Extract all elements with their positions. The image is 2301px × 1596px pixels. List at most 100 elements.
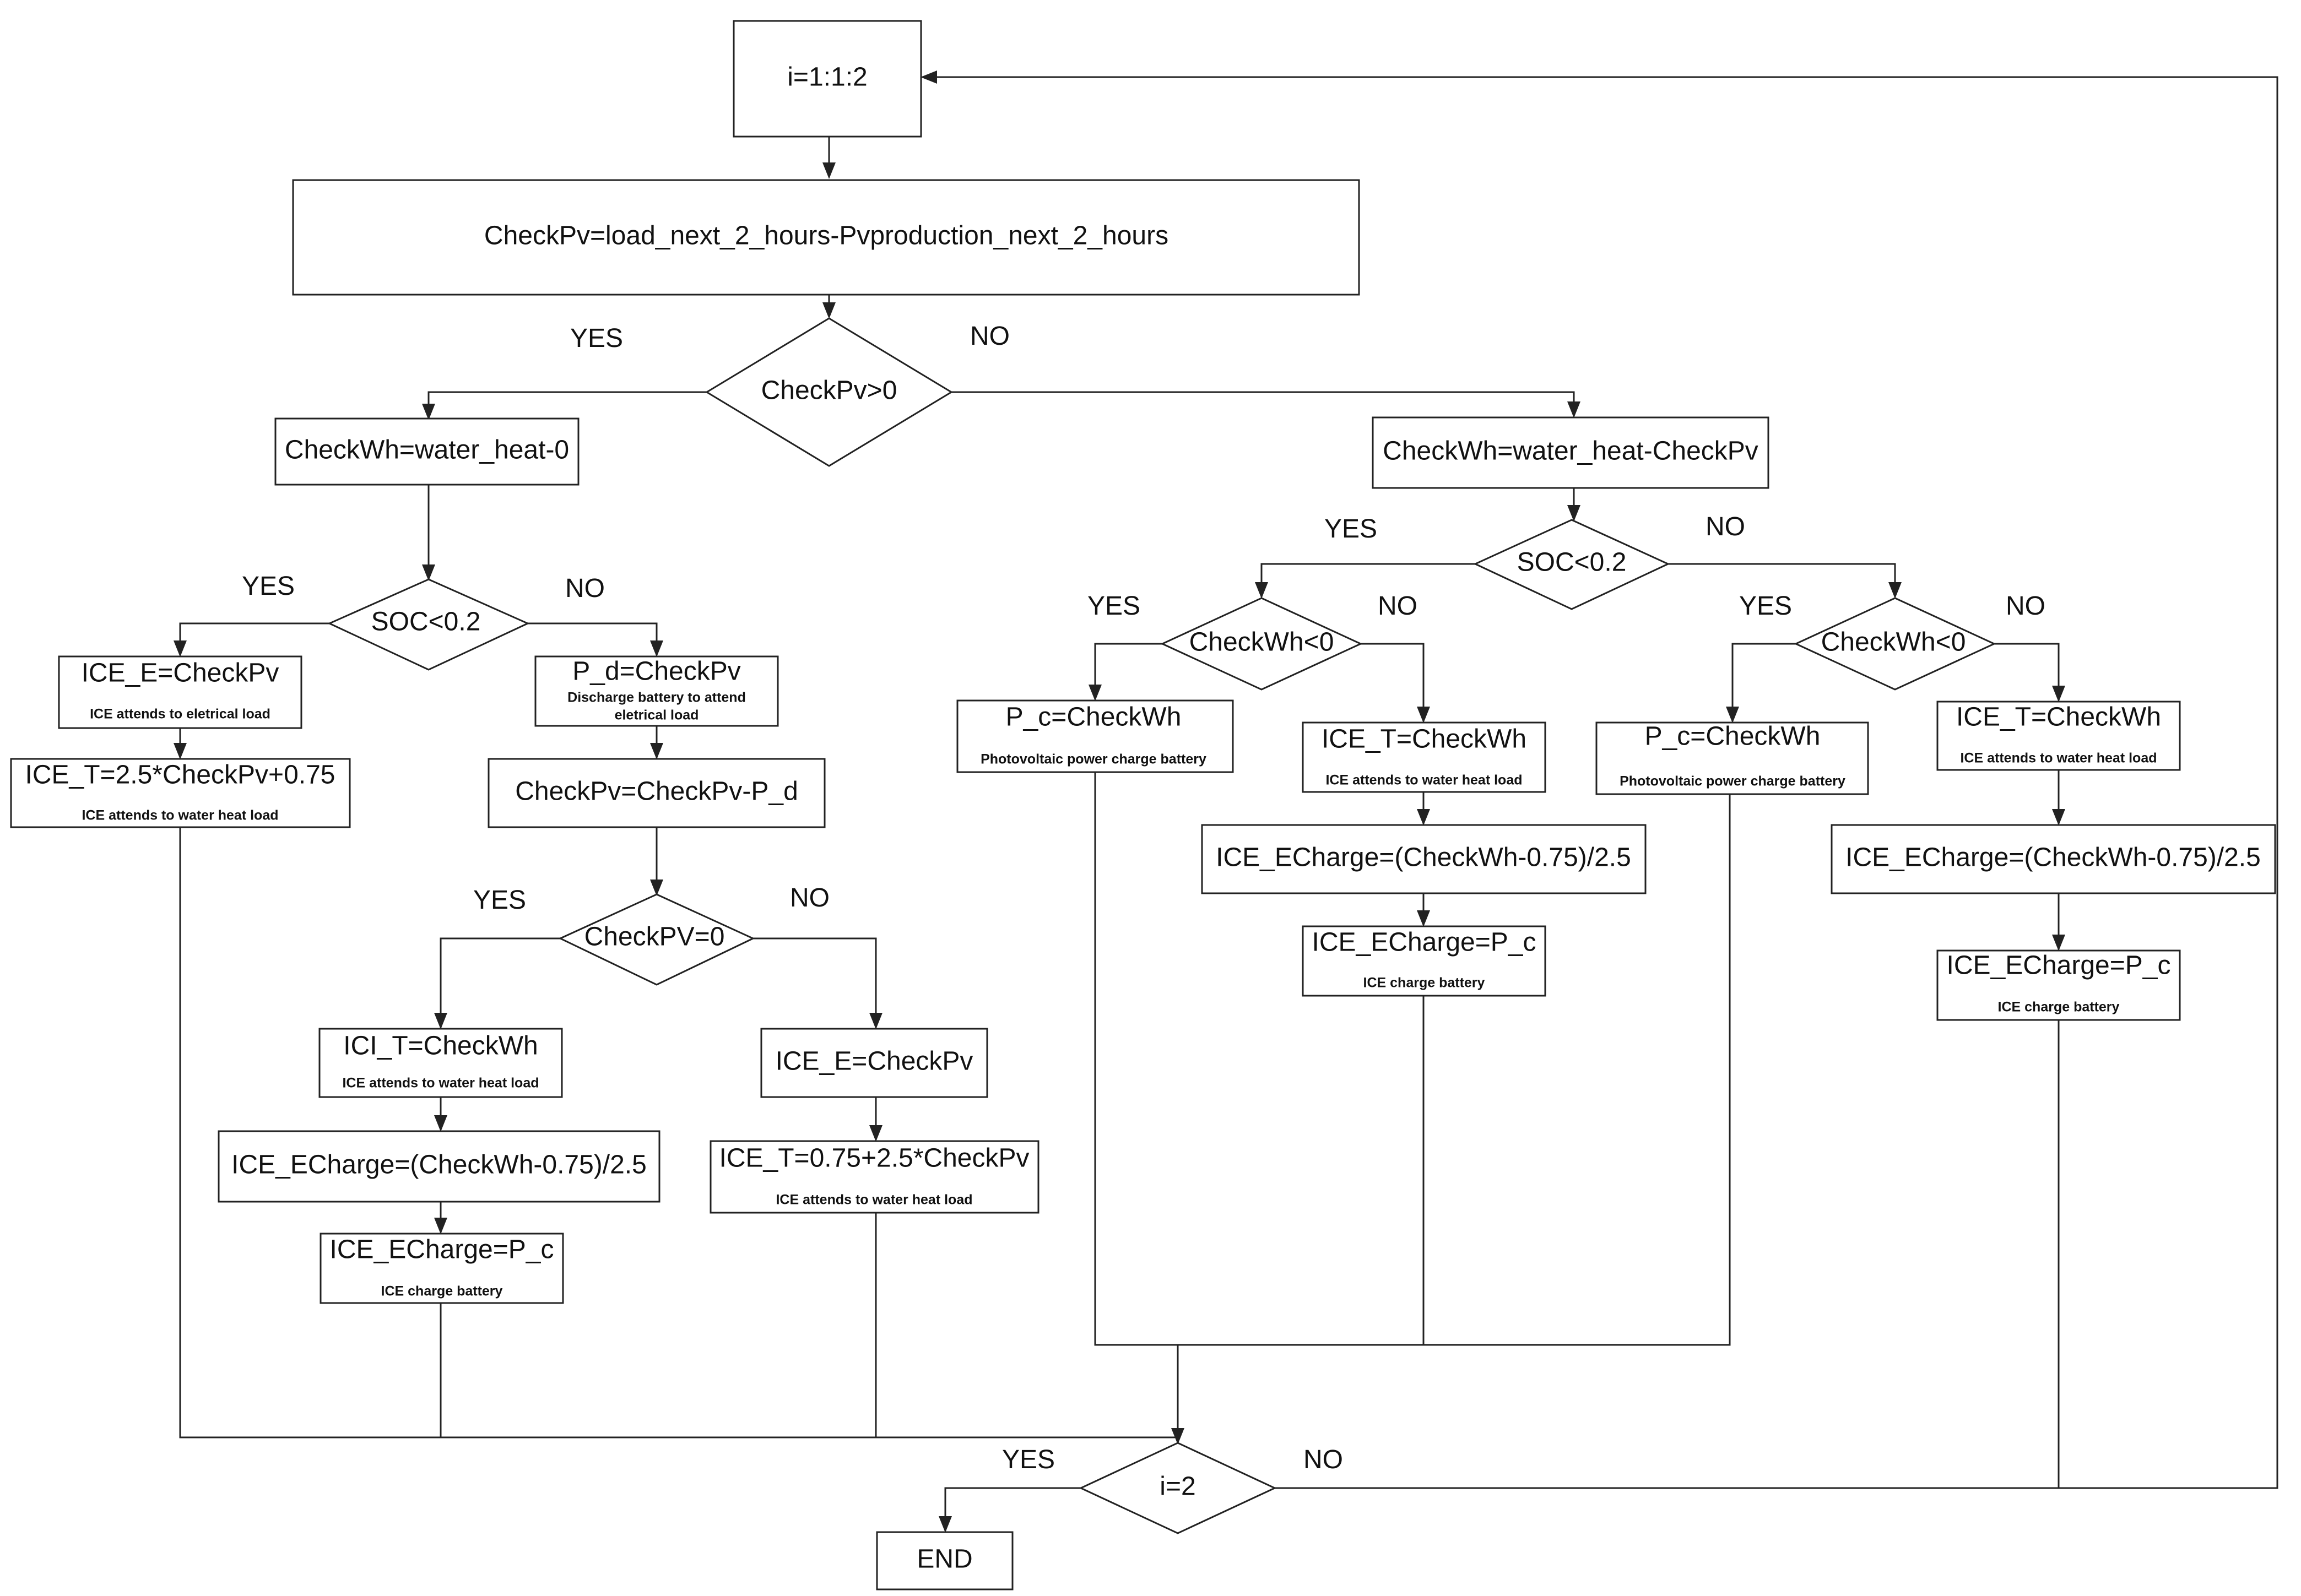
soc-left-text: SOC<0.2 <box>371 607 481 637</box>
l-echarge-pc-box: ICE_ECharge=P_c ICE charge battery <box>320 1233 564 1304</box>
label-yes-main: YES <box>570 324 623 353</box>
label-yes-loop: YES <box>1002 1445 1055 1474</box>
r1-ice-t-note: ICE attends to water heat load <box>1325 773 1522 788</box>
label-no-main: NO <box>970 322 1010 351</box>
edge-r1-no <box>1361 643 1430 723</box>
r1-echarge-pc-title: ICE_ECharge=P_c <box>1312 928 1536 957</box>
check-pv-decision-text: CheckPv>0 <box>761 376 897 405</box>
loop-start-box: i=1:1:2 <box>733 20 922 138</box>
check-pv-decision: CheckPv>0 <box>705 317 953 467</box>
edge-soc-right-no <box>1668 563 1902 599</box>
l-checkpv-zero-text: CheckPV=0 <box>584 922 725 952</box>
l-ice-t2-note: ICE attends to water heat load <box>776 1192 972 1208</box>
r2-ice-t-note: ICE attends to water heat load <box>1960 751 2157 766</box>
l-ice-e-title: ICE_E=CheckPv <box>82 659 279 688</box>
loop-check-text: i=2 <box>1160 1472 1195 1501</box>
r2-checkwh-decision: CheckWh<0 <box>1794 597 1996 691</box>
edge-decision-no <box>951 391 1580 418</box>
r1-ice-t-title: ICE_T=CheckWh <box>1322 725 1526 754</box>
r1-pc-box: P_c=CheckWh Photovoltaic power charge ba… <box>956 699 1234 773</box>
r2-echarge-formula-text: ICE_ECharge=(CheckWh-0.75)/2.5 <box>1845 843 2261 872</box>
label-yes-checkpv-zero: YES <box>473 886 526 915</box>
edge-loopcheck-yes <box>939 1487 1081 1533</box>
label-no-soc-left: NO <box>565 574 605 603</box>
l-pd-note-1: Discharge battery to attend <box>567 690 746 705</box>
edge-soc-left-yes <box>174 622 329 657</box>
l-ice-e-note: ICE attends to eletrical load <box>90 707 270 722</box>
r1-pc-note: Photovoltaic power charge battery <box>981 752 1206 767</box>
label-yes-soc-right: YES <box>1324 514 1377 544</box>
r2-checkwh-text: CheckWh<0 <box>1821 628 1966 657</box>
label-yes-r1: YES <box>1087 591 1140 621</box>
checkwh-minus-pv-text: CheckWh=water_heat-CheckPv <box>1383 437 1758 466</box>
check-pv-calc-text: CheckPv=load_next_2_hours-Pvproduction_n… <box>484 221 1168 251</box>
label-no-r1: NO <box>1378 591 1417 621</box>
r1-echarge-pc-box: ICE_ECharge=P_c ICE charge battery <box>1302 925 1546 997</box>
r1-checkwh-text: CheckWh<0 <box>1189 628 1334 657</box>
l-ice-e2-text: ICE_E=CheckPv <box>776 1047 973 1076</box>
merge-right-collector <box>1094 772 1731 1346</box>
edge-soc-right-yes <box>1255 563 1475 599</box>
r2-echarge-pc-note: ICE charge battery <box>1998 1000 2120 1015</box>
r2-echarge-formula-box: ICE_ECharge=(CheckWh-0.75)/2.5 <box>1831 824 2276 894</box>
l-pd-title: P_d=CheckPv <box>572 657 741 686</box>
label-no-checkpv-zero: NO <box>790 883 830 913</box>
l-ice-t-title: ICE_T=2.5*CheckPv+0.75 <box>25 761 335 790</box>
l-ici-t-box: ICI_T=CheckWh ICE attends to water heat … <box>318 1028 563 1098</box>
r1-pc-title: P_c=CheckWh <box>1006 703 1182 732</box>
branch-labels: YES NO YES NO YES NO YES NO YES NO YES N… <box>242 322 2045 1474</box>
edge-soc-left-no <box>528 622 663 657</box>
edge-decision-yes <box>422 391 707 420</box>
label-no-soc-right: NO <box>1706 512 1745 541</box>
r2-echarge-pc-box: ICE_ECharge=P_c ICE charge battery <box>1936 949 2181 1021</box>
r2-pc-box: P_c=CheckWh Photovoltaic power charge ba… <box>1595 721 1869 795</box>
edge-r2-yes <box>1726 643 1796 723</box>
label-yes-soc-left: YES <box>242 572 295 601</box>
check-pv-calc-box: CheckPv=load_next_2_hours-Pvproduction_n… <box>292 179 1360 296</box>
l-ice-t2-title: ICE_T=0.75+2.5*CheckPv <box>719 1144 1030 1173</box>
l-echarge-pc-title: ICE_ECharge=P_c <box>330 1235 554 1264</box>
l-echarge-pc-note: ICE charge battery <box>381 1284 503 1299</box>
l-ice-t2-box: ICE_T=0.75+2.5*CheckPv ICE attends to wa… <box>710 1140 1039 1214</box>
r2-pc-title: P_c=CheckWh <box>1645 722 1821 751</box>
merge-left-collector <box>179 827 1178 1438</box>
label-yes-r2: YES <box>1739 591 1792 621</box>
l-ice-e2-box: ICE_E=CheckPv <box>760 1028 988 1098</box>
l-ice-t-box: ICE_T=2.5*CheckPv+0.75 ICE attends to wa… <box>10 758 351 828</box>
r1-ice-t-box: ICE_T=CheckWh ICE attends to water heat … <box>1302 721 1546 793</box>
l-checkpv-minus-pd-box: CheckPv=CheckPv-P_d <box>488 758 826 828</box>
checkwh-minus-pv-box: CheckWh=water_heat-CheckPv <box>1372 416 1769 489</box>
soc-right-text: SOC<0.2 <box>1517 548 1627 577</box>
l-ice-e-box: ICE_E=CheckPv ICE attends to eletrical l… <box>58 655 302 729</box>
edge-zero-no <box>753 937 882 1029</box>
l-pd-box: P_d=CheckPv Discharge battery to attend … <box>534 655 779 727</box>
r2-ice-t-title: ICE_T=CheckWh <box>1956 703 2161 732</box>
l-echarge-formula-text: ICE_ECharge=(CheckWh-0.75)/2.5 <box>231 1150 647 1180</box>
l-checkpv-zero-decision: CheckPV=0 <box>558 893 755 986</box>
l-ici-t-title: ICI_T=CheckWh <box>343 1032 538 1061</box>
l-echarge-formula-box: ICE_ECharge=(CheckWh-0.75)/2.5 <box>218 1130 660 1203</box>
l-ice-t-note: ICE attends to water heat load <box>82 808 278 823</box>
edge-r2-no <box>1994 643 2065 702</box>
end-box: END <box>876 1531 1014 1590</box>
r1-echarge-formula-box: ICE_ECharge=(CheckWh-0.75)/2.5 <box>1201 824 1647 894</box>
r2-pc-note: Photovoltaic power charge battery <box>1620 774 1845 789</box>
r2-echarge-pc-title: ICE_ECharge=P_c <box>1947 951 2171 980</box>
r1-echarge-pc-note: ICE charge battery <box>1363 975 1485 991</box>
loop-check-decision: i=2 <box>1079 1442 1277 1534</box>
connectors <box>174 70 2278 1533</box>
l-checkpv-minus-pd-text: CheckPv=CheckPv-P_d <box>515 777 798 806</box>
checkwh-zero-text: CheckWh=water_heat-0 <box>285 436 569 465</box>
r1-checkwh-decision: CheckWh<0 <box>1160 597 1363 691</box>
r1-echarge-formula-text: ICE_ECharge=(CheckWh-0.75)/2.5 <box>1216 843 1631 872</box>
edge-zero-yes <box>434 937 560 1029</box>
label-no-loop: NO <box>1303 1445 1343 1474</box>
label-no-r2: NO <box>2006 591 2045 621</box>
end-text: END <box>917 1545 972 1574</box>
loop-start-text: i=1:1:2 <box>787 63 867 92</box>
edge-loopcheck-no <box>921 70 2278 1489</box>
soc-left-decision: SOC<0.2 <box>327 578 530 671</box>
soc-right-decision: SOC<0.2 <box>1473 519 1670 610</box>
checkwh-zero-box: CheckWh=water_heat-0 <box>274 417 580 486</box>
